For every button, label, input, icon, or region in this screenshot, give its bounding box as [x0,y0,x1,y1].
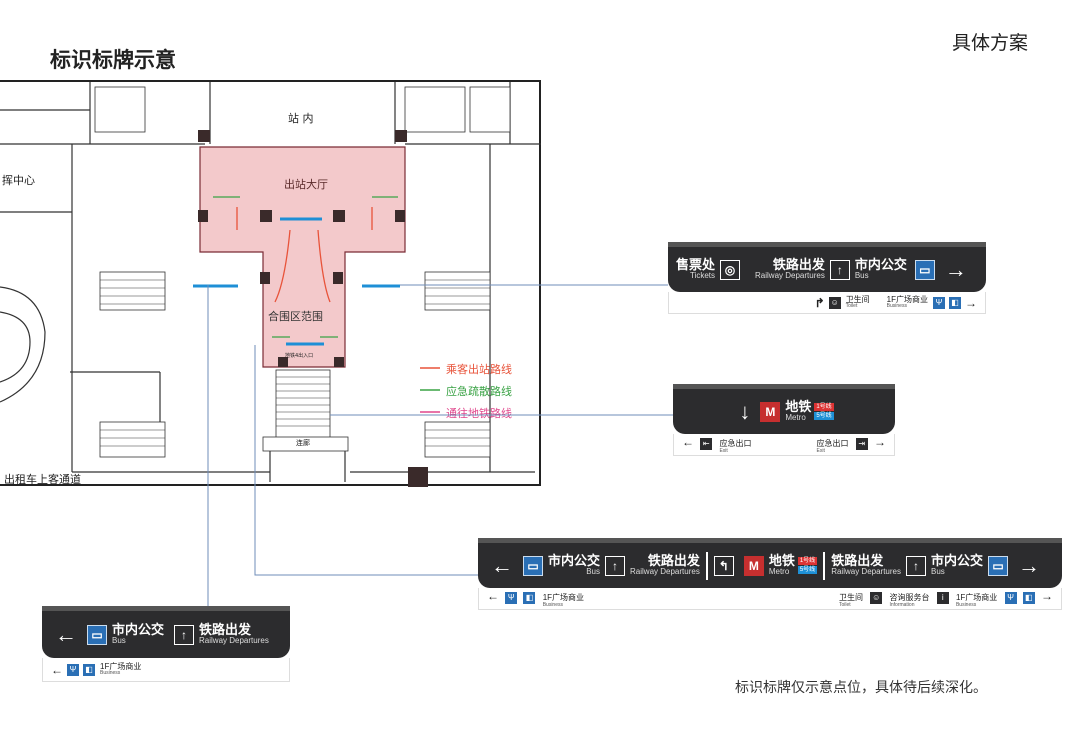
arrow-right-icon: → [944,256,967,282]
legend-metro-route: 通往地铁路线 [446,407,512,420]
station-inside-label: 站 内 [288,112,314,125]
bus-icon: ▭ [988,555,1009,576]
rail-departure-icon: ↑ [174,624,195,645]
emergency-exit-icon: ⇤ [700,438,713,451]
arrow-left-small-icon: ← [51,662,63,677]
toilet-icon: ☺ [828,296,841,309]
metro-icon: M [760,401,781,422]
bus-label: 市内公交 Bus [112,622,165,646]
metro-exit-label: 地铁4出入口 [285,353,314,359]
floor-plan-drawing [0,82,541,487]
line-1-badge: 1号线 [814,403,834,411]
metro-lines: 1号线 5号线 [797,557,818,574]
bus-label: 市内公交 Bus [854,257,907,281]
line-5-badge: 5号线 [797,566,818,574]
sign-long-directional: ← ▭ 市内公交 Bus ↑ 铁路出发 Railway Departures ↰… [478,538,1062,610]
bus-label-right: 市内公交 Bus [931,553,984,577]
shopping-icon: ◧ [83,663,95,676]
floor-plan: 站 内 出站大厅 合围区范围 挥中心 出租车上客通道 连廊 地铁4出入口 乘客出… [0,80,541,487]
sign-tickets-rail-bus: 售票处 Tickets ◎ 铁路出发 Railway Departures ↑ … [668,242,986,314]
arrow-right-small-icon: → [874,435,886,450]
bus-icon: ▭ [87,624,107,645]
rail-departure-icon: ↑ [829,259,850,280]
bus-icon: ▭ [914,259,935,280]
tickets-label: 售票处 Tickets [676,257,716,281]
page-title: 标识标牌示意 [50,48,176,72]
footnote: 标识标牌仅示意点位，具体待后续深化。 [735,680,987,696]
bus-icon: ▭ [523,555,543,576]
restaurant-icon: Ψ [67,663,79,676]
rail-label: 铁路出发 Railway Departures [199,622,269,646]
shopping-icon: ◧ [1022,592,1035,605]
rail-label: 铁路出发 Railway Departures [630,553,700,577]
rail-label: 铁路出发 Railway Departures [755,257,825,281]
arrow-right-small-icon: → [965,295,977,310]
shopping-icon: ◧ [523,592,536,605]
restaurant-icon: Ψ [933,296,945,309]
line-5-badge: 5号线 [814,412,834,420]
restaurant-icon: Ψ [1004,592,1017,605]
sign-1-panel: 售票处 Tickets ◎ 铁路出发 Railway Departures ↑ … [668,242,986,292]
corridor-label: 连廊 [296,439,310,447]
arrow-left-icon: ← [55,621,77,647]
shopping-icon: ◧ [949,296,961,309]
sign-4-panel: ← ▭ 市内公交 Bus ↑ 铁路出发 Railway Departures [42,606,290,658]
metro-label: 地铁 Metro [768,553,795,577]
rail-departure-icon: ↑ [906,555,926,576]
sign-3-panel: ← ▭ 市内公交 Bus ↑ 铁路出发 Railway Departures ↰… [478,538,1062,588]
legend-evac-route: 应急疏散路线 [446,385,512,398]
arrow-left-icon: ← [491,552,513,578]
information-icon: i [936,592,949,605]
arrow-left-small-icon: ← [682,435,694,450]
rail-departure-icon: ↑ [605,555,626,576]
exit-hall-label: 出站大厅 [284,178,328,191]
restaurant-icon: Ψ [505,592,518,605]
fence-area-label: 合围区范围 [268,310,323,323]
arrow-down-icon: ↓ [739,398,751,424]
metro-icon: M [743,555,764,576]
legend-passenger-route: 乘客出站路线 [446,363,512,376]
metro-lines: 1号线 5号线 [814,403,834,420]
sign-2-panel: ↓ M 地铁 Metro 1号线 5号线 [673,384,895,434]
turn-right-icon: ↱ [814,295,825,310]
arrow-left-small-icon: ← [487,589,499,604]
u-turn-icon: ↰ [713,555,734,576]
command-center-label: 挥中心 [2,174,35,187]
taxi-channel-label: 出租车上客通道 [4,473,81,486]
metro-label: 地铁 Metro [785,399,812,423]
line-1-badge: 1号线 [797,557,818,565]
emergency-exit-icon: ⇥ [855,438,868,451]
sign-bus-rail: ← ▭ 市内公交 Bus ↑ 铁路出发 Railway Departures ←… [42,606,290,682]
toilet-icon: ☺ [870,592,883,605]
arrow-right-small-icon: → [1041,589,1053,604]
arrow-right-icon: → [1018,552,1041,578]
bus-label: 市内公交 Bus [548,553,601,577]
tickets-icon: ◎ [720,259,741,280]
rail-label-right: 铁路出发 Railway Departures [831,553,901,577]
exit-hall-area [199,146,406,368]
section-label: 具体方案 [952,32,1029,54]
